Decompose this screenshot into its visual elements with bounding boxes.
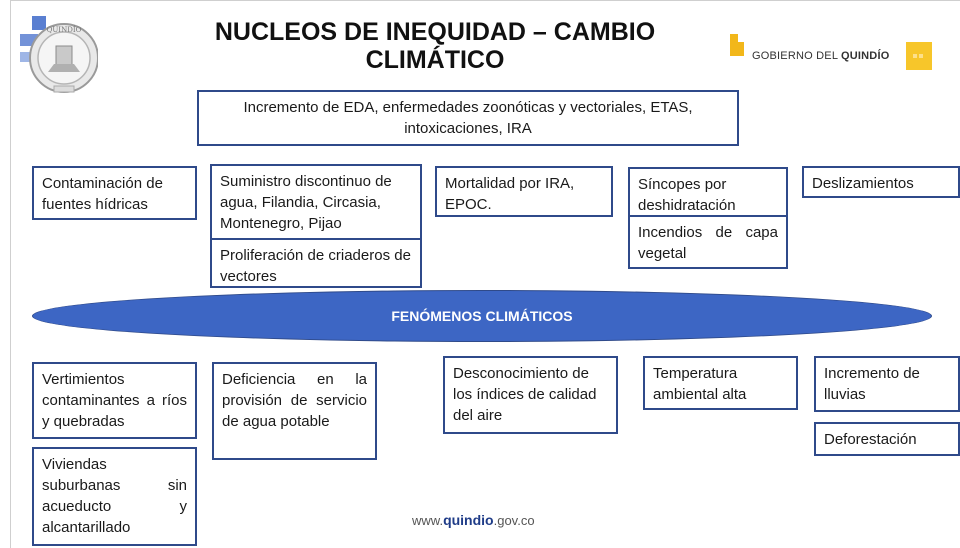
effect-box-deslizamientos: Deslizamientos [802, 166, 960, 198]
ellipse-label: FENÓMENOS CLIMÁTICOS [391, 308, 573, 324]
effect-box-sincopes: Síncopes por deshidratación [628, 167, 788, 217]
effect-box-proliferacion: Proliferación de criaderos de vectores [210, 238, 422, 288]
effects-summary-box: Incremento de EDA, enfermedades zoonótic… [197, 90, 739, 146]
footer-url: www.quindio.gov.co [412, 512, 535, 528]
cause-box-vertimientos: Vertimientos contaminantes a ríos y queb… [32, 362, 197, 439]
brand-text: GOBIERNO DEL QUINDÍO [752, 50, 890, 62]
cause-box-temperatura: Temperatura ambiental alta [643, 356, 798, 410]
brand-mark-large [730, 42, 744, 56]
effect-box-incendios: Incendios de capa vegetal [628, 215, 788, 269]
frame-left-line [10, 0, 11, 548]
gobierno-quindio-brand: GOBIERNO DEL QUINDÍO [726, 34, 932, 78]
fenomenos-climaticos-ellipse: FENÓMENOS CLIMÁTICOS [32, 290, 932, 342]
effect-box-contaminacion: Contaminación de fuentes hídricas [32, 166, 197, 220]
quindio-seal-logo: QUINDÍO [20, 16, 98, 93]
cause-box-deficiencia: Deficiencia en la provisión de servicio … [212, 362, 377, 460]
brand-square-logo [906, 42, 932, 70]
brand-mark-small [730, 34, 738, 42]
effect-box-mortalidad: Mortalidad por IRA, EPOC. [435, 166, 613, 217]
frame-top-line [10, 0, 960, 1]
cause-box-desconocimiento: Desconocimiento de los índices de calida… [443, 356, 618, 434]
cause-box-viviendas: Viviendas suburbanas sin acueducto y alc… [32, 447, 197, 546]
seal-text: QUINDÍO [47, 25, 82, 34]
slide-title: NUCLEOS DE INEQUIDAD – CAMBIO CLIMÁTICO [214, 18, 656, 74]
cause-box-lluvias: Incremento de lluvias [814, 356, 960, 412]
effect-box-suministro: Suministro discontinuo de agua, Filandia… [210, 164, 422, 240]
cause-box-deforestacion: Deforestación [814, 422, 960, 456]
